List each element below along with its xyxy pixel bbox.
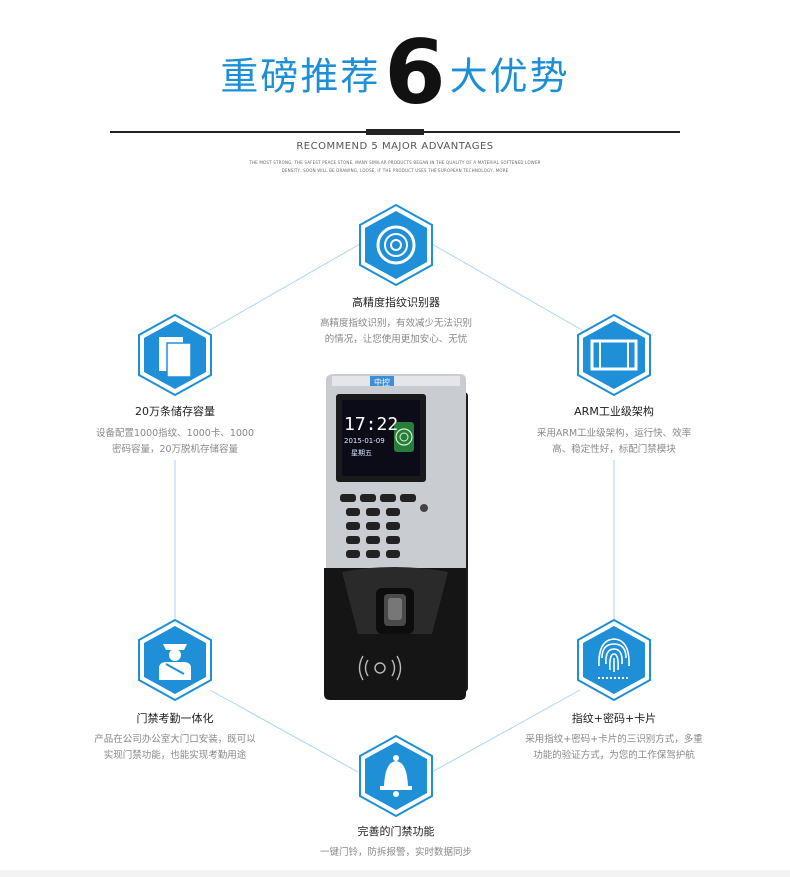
fingerprint-icon	[577, 618, 651, 702]
feature-title-arm: ARM工业级架构	[574, 405, 654, 418]
feature-desc-line: 设备配置1000指纹、1000卡、1000	[95, 428, 255, 439]
header-tiny-line-2: DENSITY, SOON WILL BE DRAWING, LOOSE, IF…	[281, 168, 509, 173]
feature-desc-line: 密码容量，20万脱机存储容量	[111, 444, 239, 455]
guard-person-icon	[138, 618, 212, 702]
storage-papers-icon	[138, 313, 212, 397]
feature-desc-line: 一键门铃，防拆报警，实时数据同步	[319, 847, 472, 858]
feature-title-storage: 20万条储存容量	[135, 405, 215, 418]
feature-desc-arm: 采用ARM工业级架构，运行快、效率 高、稳定性好，标配门禁模块	[494, 426, 734, 458]
header-subtitle: RECOMMEND 5 MAJOR ADVANTAGES	[296, 141, 494, 152]
feature-desc-precision: 高精度指纹识别，有效减少无法识别 的情况，让您使用更加安心、无忧	[276, 316, 516, 348]
feature-title-precision: 高精度指纹识别器	[352, 296, 440, 309]
title-right: 大优势	[449, 54, 570, 99]
title-left: 重磅推荐	[220, 54, 381, 99]
arm-panel-icon	[577, 313, 651, 397]
header-tiny-line-1: THE MOST STRONG, THE SAFEST PEACE STONE,…	[249, 160, 541, 165]
device-date: 2015-01-09	[344, 437, 385, 445]
access-control-device	[324, 374, 468, 700]
feature-desc-line: 产品在公司办公室大门口安装，既可以	[94, 734, 256, 745]
device-brand: 中控	[374, 378, 390, 387]
feature-title-attendance: 门禁考勤一体化	[136, 712, 214, 725]
feature-desc-line: 的情况，让您使用更加安心、无忧	[324, 334, 468, 345]
feature-title-verification: 指纹+密码+卡片	[571, 712, 657, 725]
feature-title-door: 完善的门禁功能	[357, 825, 435, 838]
feature-desc-line: 采用ARM工业级架构，运行快、效率	[536, 428, 692, 439]
device-time: 17:22	[344, 414, 399, 435]
feature-desc-door: 一键门铃，防拆报警，实时数据同步	[276, 845, 516, 861]
fingerprint-target-icon	[359, 203, 433, 287]
feature-desc-line: 采用指纹+密码+卡片的三识别方式，多重	[525, 734, 703, 745]
feature-desc-line: 实现门禁功能，也能实现考勤用途	[103, 750, 247, 761]
feature-desc-line: 高精度指纹识别，有效减少无法识别	[319, 318, 472, 329]
feature-desc-verification: 采用指纹+密码+卡片的三识别方式，多重 功能的验证方式，为您的工作保驾护航	[484, 732, 744, 764]
device-weekday: 星期五	[351, 449, 372, 457]
feature-desc-attendance: 产品在公司办公室大门口安装，既可以 实现门禁功能，也能实现考勤用途	[45, 732, 305, 764]
title-number: 6	[384, 21, 446, 124]
bell-icon	[359, 734, 433, 818]
feature-desc-line: 高、稳定性好，标配门禁模块	[552, 444, 676, 455]
feature-desc-storage: 设备配置1000指纹、1000卡、1000 密码容量，20万脱机存储容量	[55, 426, 295, 458]
feature-desc-line: 功能的验证方式，为您的工作保驾护航	[533, 750, 695, 761]
footer-strip	[0, 870, 790, 877]
header-divider-tab	[366, 129, 424, 135]
